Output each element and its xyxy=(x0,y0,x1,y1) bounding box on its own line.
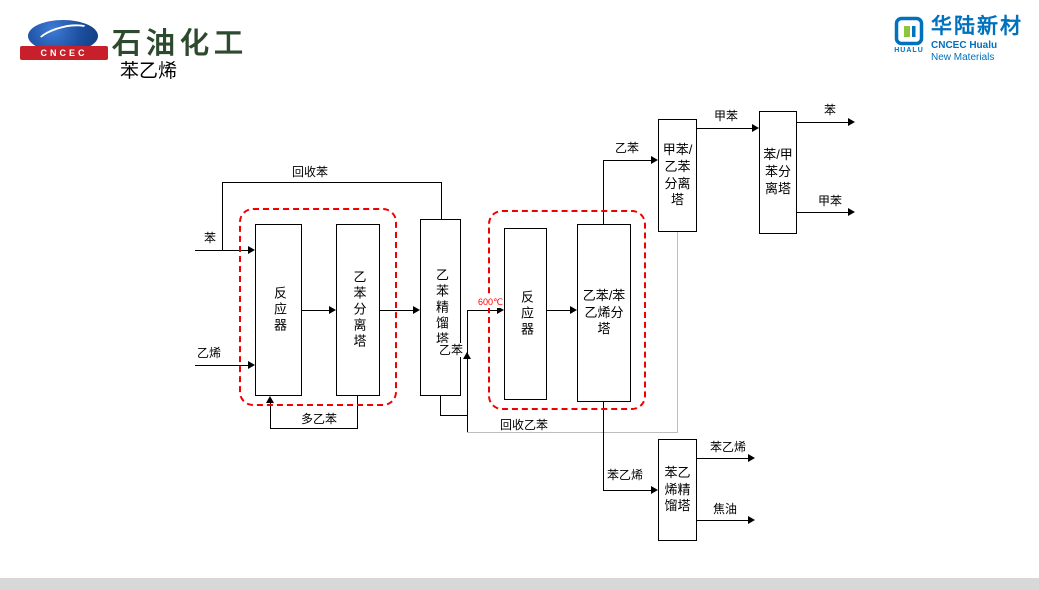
flow-line-recycle-benzene-top xyxy=(222,182,442,183)
label-reactor2-temperature: 600℃ xyxy=(477,297,505,308)
hualu-icon-column: HUALU xyxy=(894,16,924,54)
box-benzene-toluene-separation-tower: 苯/甲苯分离塔 xyxy=(759,111,797,234)
label-recycle-benzene: 回收苯 xyxy=(291,165,330,180)
arrow-icon xyxy=(748,454,755,462)
box-reactor-1: 反应器 xyxy=(255,224,302,396)
hualu-brand-cn: 华陆新材 xyxy=(931,15,1023,38)
flow-line-poly-eb-up xyxy=(270,403,271,428)
page-title: 苯乙烯 xyxy=(120,61,178,82)
flow-line-styrene-down xyxy=(603,402,604,490)
flow-line-recycle-benzene-left xyxy=(222,182,223,250)
arrow-icon xyxy=(848,208,855,216)
box-toluene-eb-separation-tower: 甲苯/乙苯分离塔 xyxy=(658,119,697,232)
label-styrene-crude: 苯乙烯 xyxy=(606,468,645,483)
cncec-logo: CNCEC xyxy=(20,20,108,64)
flow-line-sep-overhead-riser xyxy=(603,160,604,224)
arrow-up-icon xyxy=(266,396,274,403)
arrow-icon xyxy=(413,306,420,314)
arrow-icon xyxy=(651,486,658,494)
flow-line-tar-out xyxy=(697,520,750,521)
flow-line-benzene-feed xyxy=(195,250,250,251)
label-recycle-ethylbenzene: 回收乙苯 xyxy=(499,418,550,433)
flow-line-styrene-crude xyxy=(603,490,651,491)
arrow-icon xyxy=(570,306,577,314)
flow-line-poly-eb-down xyxy=(357,396,358,428)
label-ethylbenzene-mid: 乙苯 xyxy=(438,343,465,358)
flow-line-ethylene-feed xyxy=(195,365,250,366)
brand-title: 石油化工 xyxy=(112,28,249,60)
flow-line-styrene-out xyxy=(697,458,750,459)
box-eb-separation-tower: 乙苯分离塔 xyxy=(336,224,380,396)
arrow-icon xyxy=(752,124,759,132)
flow-line-poly-eb xyxy=(270,428,358,429)
flow-line-recycle-eb xyxy=(467,432,678,433)
flow-line-reactor2-to-sep xyxy=(547,310,573,311)
flow-line-benzene-out xyxy=(797,122,850,123)
flow-line-eb-overhead xyxy=(603,160,651,161)
flow-line-toluene-out xyxy=(797,212,850,213)
arrow-icon xyxy=(848,118,855,126)
hualu-caption: HUALU xyxy=(894,47,924,54)
arrow-icon xyxy=(651,156,658,164)
cncec-logo-text: CNCEC xyxy=(20,46,108,60)
hualu-brand-en2: New Materials xyxy=(931,51,995,63)
flow-line-eb-junction xyxy=(440,415,468,416)
arrow-icon xyxy=(497,306,504,314)
label-toluene-mid: 甲苯 xyxy=(713,109,740,124)
label-styrene-product: 苯乙烯 xyxy=(709,440,748,455)
box-reactor-2: 反应器 xyxy=(504,228,547,400)
hualu-logo-icon xyxy=(894,16,924,46)
arrow-icon xyxy=(248,246,255,254)
flow-line-sep-to-dist xyxy=(380,310,416,311)
label-tar: 焦油 xyxy=(712,502,739,517)
flow-line-eb-bottom xyxy=(440,396,441,415)
label-poly-ethylbenzene: 多乙苯 xyxy=(300,412,339,427)
label-benzene-out: 苯 xyxy=(823,103,838,118)
hualu-text-column: 华陆新材 CNCEC Hualu New Materials xyxy=(931,15,1023,63)
flow-line-eb-riser xyxy=(467,310,468,432)
box-eb-distillation-tower: 乙苯精馏塔 xyxy=(420,219,461,396)
arrow-icon xyxy=(248,361,255,369)
flow-line-recycle-benzene-right xyxy=(441,182,442,219)
flow-line-toluene-transfer xyxy=(697,128,752,129)
label-ethylbenzene-top: 乙苯 xyxy=(614,141,641,156)
arrow-icon xyxy=(748,516,755,524)
hualu-brand-en1: CNCEC Hualu xyxy=(931,40,998,52)
flow-line-reactor1-to-sep xyxy=(302,310,332,311)
label-toluene-out: 甲苯 xyxy=(817,194,844,209)
label-ethylene-feed: 乙烯 xyxy=(196,346,223,361)
flow-line-recycle-eb-riser xyxy=(677,232,678,432)
arrow-icon xyxy=(329,306,336,314)
box-eb-styrene-separation-tower: 乙苯/苯乙烯分塔 xyxy=(577,224,631,402)
label-benzene-feed: 苯 xyxy=(203,231,218,246)
flow-line-into-reactor2 xyxy=(467,310,500,311)
arrow-up-icon xyxy=(463,352,471,359)
hualu-logo: HUALU 华陆新材 CNCEC Hualu New Materials xyxy=(894,15,1023,63)
footer-bar xyxy=(0,578,1039,590)
box-styrene-distillation-tower: 苯乙烯精馏塔 xyxy=(658,439,697,541)
